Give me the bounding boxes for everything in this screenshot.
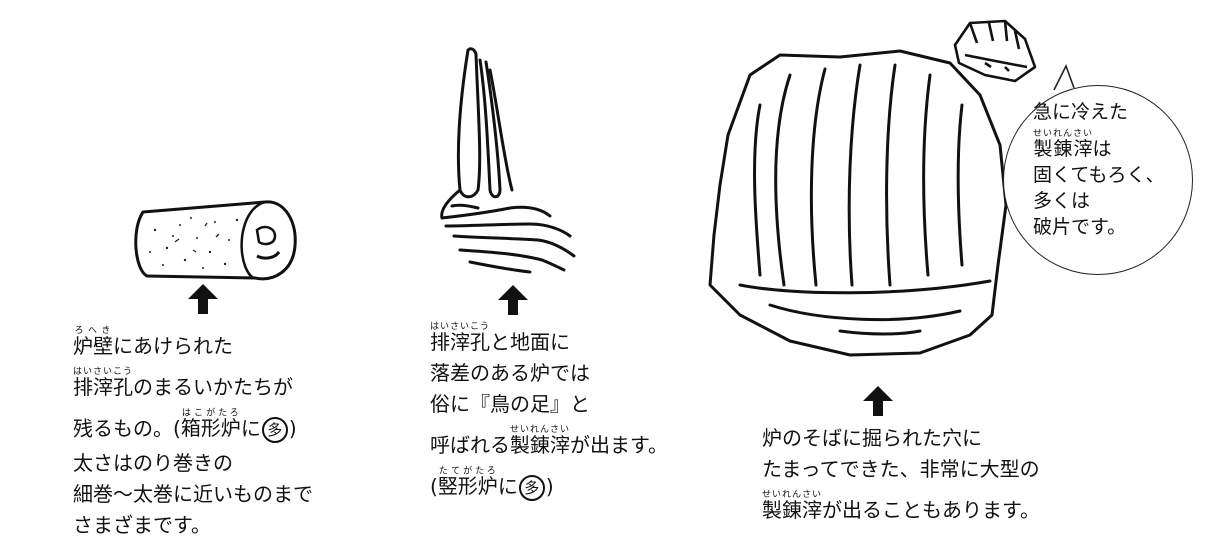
caption-line: 排滓孔はいさいこうのまるいかたちが [73,367,313,398]
caption-line: 多くは [1033,192,1164,211]
furigana-reading: ろへき [73,326,113,336]
caption-text: 細巻〜太巻に近いものまで [73,481,313,506]
caption-text: ) [288,416,297,440]
kanji-text: 箱形炉 [180,416,241,440]
furigana-word: 排滓孔はいさいこう [430,322,491,354]
caption-text: さまざまです。 [73,512,211,537]
caption-line: 呼ばれる製錬滓せいれんさいが出ます。 [430,425,668,456]
kanji-text: 製錬滓 [1033,138,1094,160]
bubble-pointer [1053,63,1075,91]
furigana-word: 箱形炉はこがたろ [180,408,241,440]
caption-line: 太さはのり巻きの [73,450,313,475]
furigana-reading: はいさいこう [73,367,134,377]
caption-text: が出ます。 [570,433,669,457]
furigana-reading: せいれんさい [762,490,823,500]
furigana-word: 製錬滓せいれんさい [762,490,823,522]
caption-text: と地面に [490,330,571,354]
caption-text: 固くてもろく、 [1033,164,1165,186]
caption-text: 炉のそばに掘られた穴に [762,426,982,450]
caption-text: に [497,474,518,498]
caption-line: 製錬滓せいれんさいが出ることもあります。 [762,490,1040,521]
bird-foot-slag-illustration [440,47,576,274]
caption-text: 残るもの。( [73,416,181,440]
caption-text: 急に冷えた [1033,101,1129,123]
caption-line: (竪形炉たてがたろに多) [430,466,668,501]
circled-character: 多 [518,474,545,501]
kanji-text: 製錬滓 [510,433,571,457]
caption-line: 俗に『鳥の足』と [430,394,668,415]
caption-large-slag: 炉のそばに掘られた穴にたまってできた、非常に大型の製錬滓せいれんさいが出ることも… [762,428,1040,531]
speech-bubble [1003,85,1193,275]
circled-character: 多 [261,416,288,443]
caption-text: にあけられた [113,334,233,358]
caption-text: ) [545,474,554,498]
furigana-word: 竪形炉たてがたろ [437,466,498,498]
large-slag-illustration [708,49,1008,357]
furigana-reading: せいれんさい [510,425,571,435]
caption-text: 太さはのり巻きの [73,450,233,475]
caption-line: たまってできた、非常に大型の [762,459,1040,480]
caption-text: のまるいかたちが [133,375,294,399]
caption-line: 落差のある炉では [430,363,668,384]
furigana-reading: せいれんさい [1033,129,1094,139]
tube-slag-illustration [134,200,297,281]
caption-line: 急に冷えた [1033,103,1164,122]
caption-bird-foot-slag: 排滓孔はいさいこうと地面に落差のある炉では俗に『鳥の足』と呼ばれる製錬滓せいれん… [430,322,668,511]
furigana-reading: たてがたろ [437,466,498,476]
kanji-text: 排滓孔 [430,330,491,354]
caption-line: 細巻〜太巻に近いものまで [73,481,313,506]
caption-text: ( [430,474,438,498]
caption-text: 俗に『鳥の足』と [430,392,590,416]
caption-text: たまってできた、非常に大型の [762,457,1040,481]
caption-bubble: 急に冷えた製錬滓せいれんさいは固くてもろく、多くは破片です。 [1033,103,1164,244]
caption-text: 破片です。 [1033,216,1127,238]
caption-line: 排滓孔はいさいこうと地面に [430,322,668,353]
caption-text: は [1092,138,1112,160]
arrow-up-icon [863,386,893,416]
furigana-word: 製錬滓せいれんさい [1033,129,1094,160]
furigana-reading: はいさいこう [430,322,491,332]
caption-text: 落差のある炉では [430,361,590,385]
arrow-up-icon [188,284,218,314]
furigana-word: 製錬滓せいれんさい [510,425,571,457]
caption-line: 残るもの。(箱形炉はこがたろに多) [73,408,313,443]
kanji-text: 排滓孔 [73,375,134,399]
kanji-text: 竪形炉 [437,474,498,498]
caption-line: 炉壁ろへきにあけられた [73,326,313,357]
furigana-word: 炉壁ろへき [73,326,113,358]
caption-line: 炉のそばに掘られた穴に [762,428,1040,449]
caption-line: 破片です。 [1033,218,1164,237]
slag-fragment-illustration [953,19,1037,83]
caption-text: 呼ばれる [430,433,510,457]
caption-line: さまざまです。 [73,512,313,537]
caption-tube-slag: 炉壁ろへきにあけられた排滓孔はいさいこうのまるいかたちが残るもの。(箱形炉はこが… [73,326,313,546]
kanji-text: 製錬滓 [762,498,823,522]
caption-text: に [240,416,261,440]
caption-line: 固くてもろく、 [1033,166,1164,185]
kanji-text: 炉壁 [73,334,113,358]
furigana-word: 排滓孔はいさいこう [73,367,134,399]
furigana-reading: はこがたろ [180,408,241,418]
caption-line: 製錬滓せいれんさいは [1033,129,1164,159]
caption-text: が出ることもあります。 [822,498,1041,522]
arrow-up-icon [498,285,528,315]
caption-text: 多くは [1033,190,1091,212]
